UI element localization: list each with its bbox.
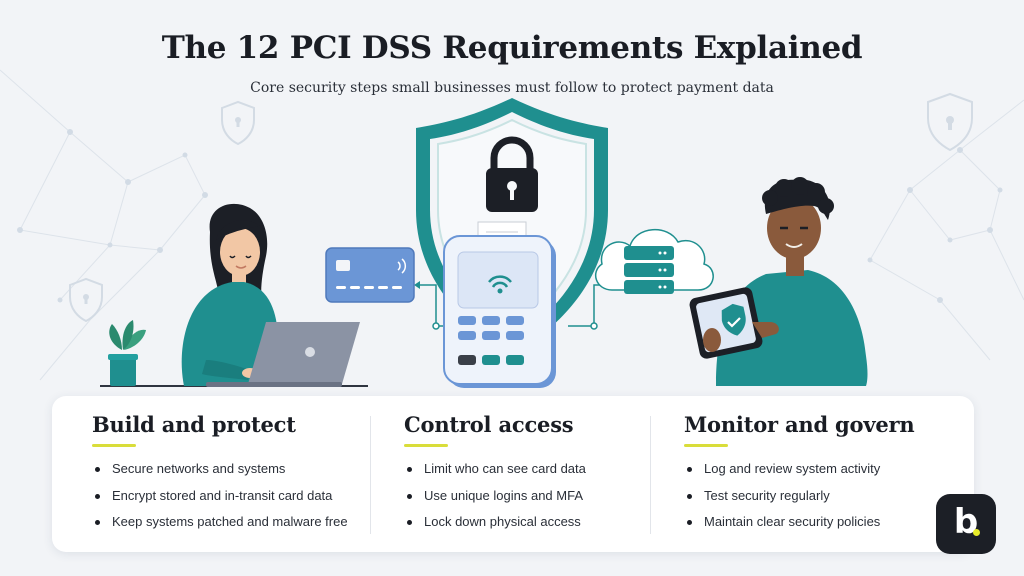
section-control-access: Control access Limit who can see card da… bbox=[404, 412, 586, 541]
list-item: Limit who can see card data bbox=[404, 461, 586, 488]
padlock-icon bbox=[486, 136, 538, 212]
man-person bbox=[716, 177, 868, 386]
brand-logo[interactable]: b bbox=[936, 494, 996, 554]
credit-card-icon bbox=[325, 247, 415, 303]
heading-underline bbox=[684, 444, 728, 447]
tablet-shield-icon bbox=[689, 287, 779, 359]
list-item: Test security regularly bbox=[684, 488, 914, 515]
list-item: Use unique logins and MFA bbox=[404, 488, 586, 515]
list-item: Keep systems patched and malware free bbox=[92, 514, 348, 541]
cloud-server-icon bbox=[594, 228, 714, 294]
list-item: Maintain clear security policies bbox=[684, 514, 914, 541]
list-item: Log and review system activity bbox=[684, 461, 914, 488]
section-heading: Monitor and govern bbox=[684, 412, 915, 437]
list-item: Lock down physical access bbox=[404, 514, 586, 541]
section-monitor-and-govern: Monitor and govern Log and review system… bbox=[684, 412, 915, 541]
page-subtitle: Core security steps small businesses mus… bbox=[250, 80, 774, 96]
heading-underline bbox=[92, 444, 136, 447]
payment-terminal-icon bbox=[443, 221, 556, 388]
list-item: Encrypt stored and in-transit card data bbox=[92, 488, 348, 515]
list-item: Secure networks and systems bbox=[92, 461, 348, 488]
section-heading: Build and protect bbox=[92, 412, 296, 437]
page-title: The 12 PCI DSS Requirements Explained bbox=[161, 30, 863, 66]
woman-person bbox=[181, 203, 278, 386]
column-divider bbox=[650, 416, 651, 534]
heading-underline bbox=[404, 444, 448, 447]
column-divider bbox=[370, 416, 371, 534]
section-heading: Control access bbox=[404, 412, 574, 437]
requirements-panel: Build and protect Secure networks and sy… bbox=[52, 396, 974, 552]
plant-icon bbox=[108, 320, 146, 386]
laptop-icon bbox=[206, 322, 360, 387]
logo-dot bbox=[973, 529, 980, 536]
section-build-and-protect: Build and protect Secure networks and sy… bbox=[92, 412, 348, 541]
